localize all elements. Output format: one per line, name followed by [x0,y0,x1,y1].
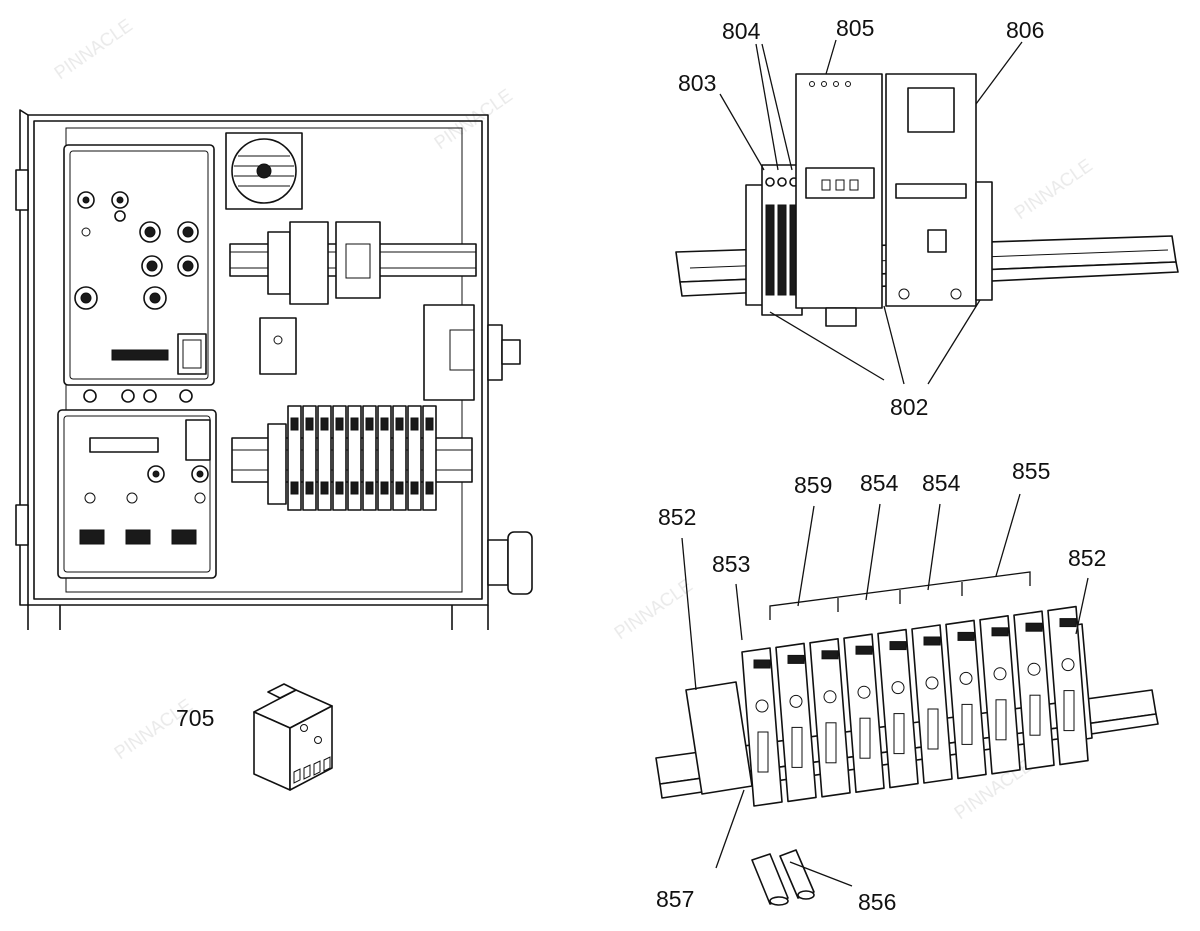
svg-text:PINNACLE: PINNACLE [611,575,696,643]
transformer-705 [253,683,333,791]
terminal-block [843,633,885,793]
terminal-block [1047,605,1089,766]
callout-805: 805 [836,15,875,41]
callout-804: 804 [722,18,761,44]
terminal-block [877,628,919,789]
fuse-cartridges [751,849,815,906]
terminal-strip-assembly [655,493,1159,906]
terminal-block [945,619,987,780]
callout-802: 802 [890,394,929,420]
terminal-block [911,624,953,784]
svg-text:PINNACLE: PINNACLE [1011,155,1096,223]
terminal-block [809,638,851,798]
terminal-block [775,642,817,803]
callout-857: 857 [656,886,695,912]
callout-859: 859 [794,472,833,498]
strip-terminal-blocks [741,605,1089,807]
callout-856: 856 [858,889,897,915]
callout-852-left: 852 [658,504,697,530]
callout-853: 853 [712,551,751,577]
callout-854-left: 854 [860,470,899,496]
callout-803: 803 [678,70,717,96]
svg-text:PINNACLE: PINNACLE [51,15,136,83]
callout-806: 806 [1006,17,1045,43]
enclosure-terminal-blocks [267,405,437,511]
svg-text:PINNACLE: PINNACLE [431,85,516,153]
callout-705: 705 [176,705,215,731]
callout-855: 855 [1012,458,1051,484]
terminal-block [1013,610,1055,770]
callout-852-right: 852 [1068,545,1107,571]
terminal-block [741,647,783,807]
din-rail-device-assembly [675,39,1179,385]
callout-854-right: 854 [922,470,961,496]
enclosure-assembly [15,109,533,630]
terminal-block [979,615,1021,775]
